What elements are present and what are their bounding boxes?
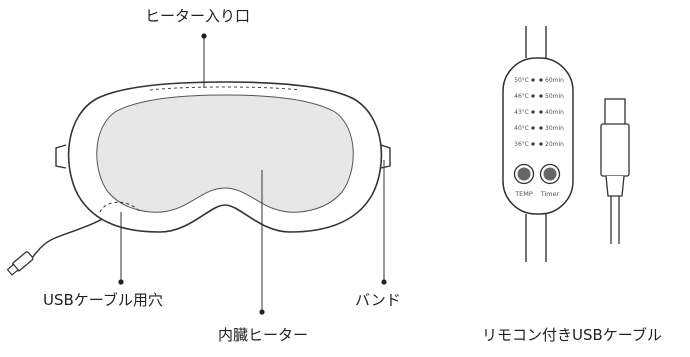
remote-timer-4: 20min: [545, 141, 564, 148]
remote-temp-2: 43°C: [514, 109, 529, 116]
remote-temp-led-0: [531, 78, 535, 82]
remote-temp-0: 50°C: [514, 77, 529, 84]
label-heater-inlet: ヒーター入り口: [145, 7, 251, 25]
label-usb-cable-hole: USBケーブル用穴: [43, 291, 163, 309]
remote-temp-led-4: [531, 142, 535, 146]
builtin-heater-pad: [96, 94, 354, 213]
remote-timer-led-3: [539, 126, 543, 130]
remote-temp-3: 40°C: [514, 125, 529, 132]
mask-usb-plug: [6, 251, 34, 276]
usb-plug-neck: [605, 175, 625, 197]
label-builtin-heater: 内臓ヒーター: [218, 326, 309, 344]
remote-timer-led-4: [539, 142, 543, 146]
usb-cable-hole-marker: [99, 201, 141, 213]
leader-dot-builtin-heater: [259, 309, 265, 315]
remote-timer-led-2: [539, 110, 543, 114]
remote-timer-3: 30min: [545, 125, 564, 132]
leader-dot-band: [381, 279, 387, 285]
remote-temp-led-3: [531, 126, 535, 130]
remote-temp-label: TEMP: [514, 190, 533, 198]
label-remote-usb-cable: リモコン付きUSBケーブル: [482, 326, 662, 344]
leader-dot-heater-inlet: [201, 33, 207, 39]
remote-timer-1: 50min: [545, 93, 564, 100]
remote-timer-led-0: [539, 78, 543, 82]
usb-plug-body: [600, 123, 630, 177]
remote-timer-2: 40min: [545, 109, 564, 116]
remote-indicator-rows: 50°C 60min 46°C 50min 43°C 40min 40°C 30min 36°C…: [514, 77, 564, 148]
remote-temp-led-2: [531, 110, 535, 114]
band-right: [380, 144, 391, 169]
mask-usb-cable: [31, 212, 113, 259]
remote-timer-led-1: [539, 94, 543, 98]
remote-temp-led-1: [531, 94, 535, 98]
usb-plug-tip: [604, 98, 626, 126]
remote-temp-button[interactable]: [513, 163, 535, 185]
remote-timer-0: 60min: [545, 77, 564, 84]
remote-timer-button[interactable]: [539, 163, 561, 185]
remote-timer-label: Timer: [540, 190, 560, 198]
heater-inlet-stitch: [149, 86, 301, 91]
remote-temp-1: 46°C: [514, 93, 529, 100]
remote-temp-4: 36°C: [514, 141, 529, 148]
band-left: [55, 144, 67, 169]
label-band: バンド: [355, 291, 401, 309]
leader-dot-usb-hole: [118, 279, 124, 285]
